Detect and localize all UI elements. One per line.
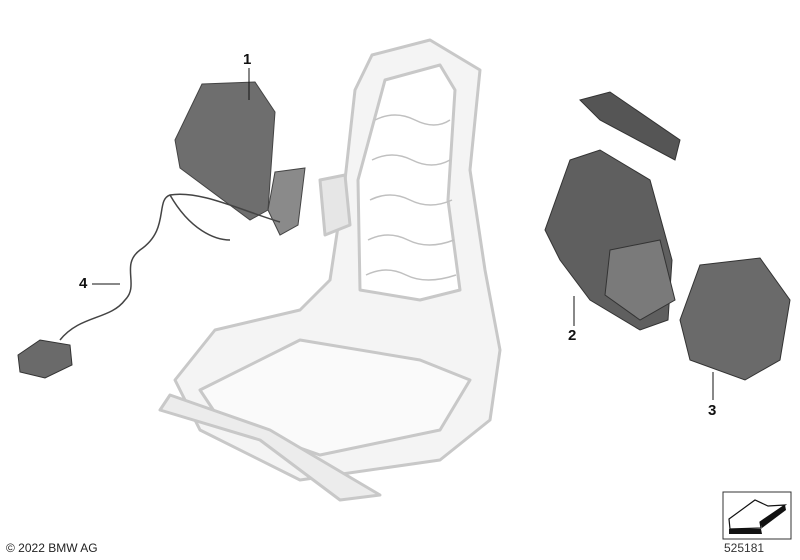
seat-springs xyxy=(365,114,457,281)
diagram-number: 525181 xyxy=(724,541,765,555)
arrow-back-icon[interactable] xyxy=(722,491,792,540)
callout-2: 2 xyxy=(568,327,577,344)
part-3-cover xyxy=(679,257,791,381)
seat-frame xyxy=(158,38,502,502)
part-4-cable xyxy=(59,193,281,341)
part-1-module xyxy=(174,81,306,236)
callout-3: 3 xyxy=(708,402,717,419)
copyright: © 2022 BMW AG xyxy=(6,541,98,555)
callout-1: 1 xyxy=(243,51,252,68)
part-4-connector xyxy=(17,339,73,379)
part-2-backrest-panel xyxy=(544,91,681,331)
callout-4: 4 xyxy=(79,275,88,292)
